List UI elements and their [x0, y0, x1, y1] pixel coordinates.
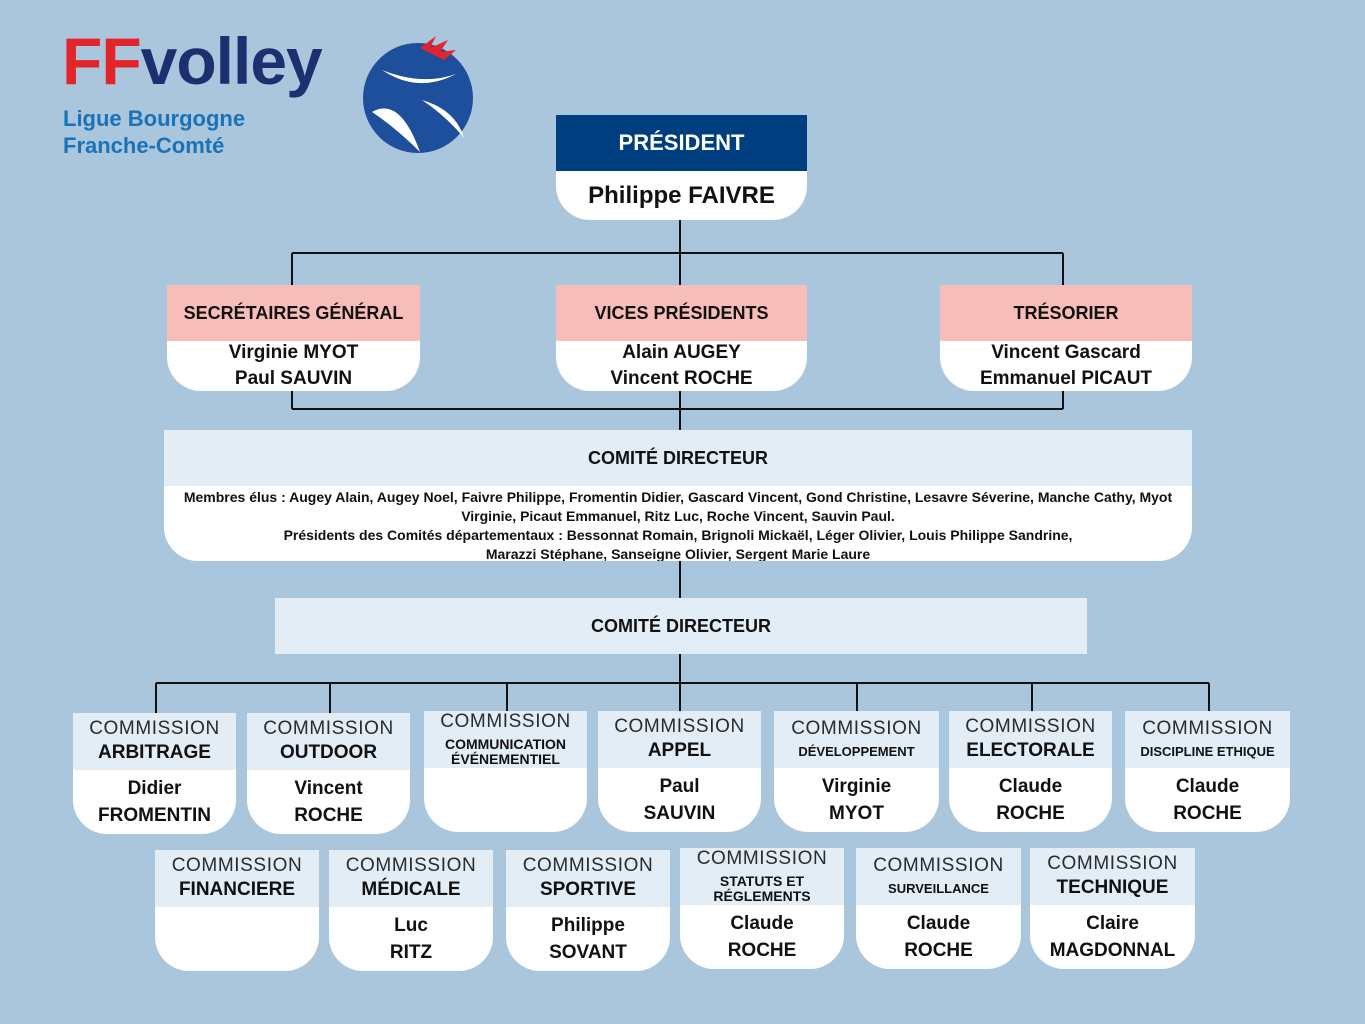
commission-keyword: COMMISSION: [345, 855, 477, 877]
commission-name: DISCIPLINE ETHIQUE: [1140, 744, 1275, 760]
commission-name: COMMUNICATION ÉVÉNEMENTIEL: [444, 735, 567, 767]
commission-person-last: ROCHE: [294, 805, 363, 826]
commission-person-first: Paul: [659, 776, 700, 797]
commission-person-first: Claire: [1086, 913, 1139, 934]
secretaires-box: SECRÉTAIRES GÉNÉRAL Virginie MYOT Paul S…: [167, 285, 420, 391]
comite-directeur-bar: COMITÉ DIRECTEUR: [275, 598, 1087, 654]
commission-keyword: COMMISSION: [791, 718, 922, 740]
commission-person-last: FROMENTIN: [98, 805, 211, 826]
tresorier-box: TRÉSORIER Vincent Gascard Emmanuel PICAU…: [940, 285, 1192, 391]
comite-presidents-line2: Marazzi Stéphane, Sanseigne Olivier, Ser…: [485, 546, 871, 561]
commission-name: MÉDICALE: [361, 879, 461, 900]
commission-person-first: Virginie: [821, 776, 892, 797]
commission-keyword: COMMISSION: [522, 855, 654, 877]
volleyball-rooster-icon: [363, 36, 473, 153]
commission-name: SURVEILLANCE: [888, 881, 989, 897]
league-name-line1: Ligue Bourgogne: [63, 106, 246, 131]
commission-name: ELECTORALE: [966, 740, 1095, 761]
secretaires-name-2: Paul SAUVIN: [234, 368, 353, 389]
tresorier-name-2: Emmanuel PICAUT: [979, 368, 1153, 389]
commission-person-last: ROCHE: [904, 940, 973, 961]
commission-keyword: COMMISSION: [614, 716, 745, 738]
commission-person-first: Claude: [730, 913, 794, 934]
commission-person-last: SOVANT: [549, 942, 627, 963]
vices-presidents-title: VICES PRÉSIDENTS: [556, 285, 807, 341]
ffvolley-logo: FFvolley: [62, 28, 323, 94]
commission-person-first: Luc: [394, 915, 428, 936]
commission-name: STATUTS ET RÉGLEMENTS: [713, 872, 811, 904]
commission-name: TECHNIQUE: [1056, 877, 1169, 898]
commission-box: COMMISSION COMMUNICATION ÉVÉNEMENTIEL: [424, 711, 587, 832]
commission-person-last: RITZ: [389, 942, 433, 963]
commission-person-last: MAGDONNAL: [1049, 940, 1176, 961]
commission-person-first: Claude: [998, 776, 1063, 797]
commission-keyword: COMMISSION: [89, 718, 220, 740]
commission-person-first: Claude: [906, 913, 971, 934]
commission-name: APPEL: [647, 740, 712, 761]
logo-ff-text: FF: [62, 24, 142, 98]
commission-person-first: Claude: [1175, 776, 1240, 797]
tresorier-title: TRÉSORIER: [940, 285, 1192, 341]
comite-directeur-box: COMITÉ DIRECTEUR Membres élus : Augey Al…: [164, 430, 1192, 561]
president-title: PRÉSIDENT: [556, 115, 807, 171]
commission-person-first: Didier: [127, 778, 182, 799]
commission-person-first: Vincent: [294, 778, 363, 799]
commission-person-last: SAUVIN: [643, 803, 716, 824]
vices-presidents-name-2: Vincent ROCHE: [610, 368, 753, 389]
commission-name: SPORTIVE: [539, 879, 637, 900]
president-box: PRÉSIDENT Philippe FAIVRE: [556, 115, 807, 220]
commission-keyword: COMMISSION: [440, 711, 571, 732]
vices-presidents-name-1: Alain AUGEY: [622, 342, 741, 363]
logo-volley-text: volley: [140, 24, 323, 98]
commission-keyword: COMMISSION: [1047, 853, 1178, 875]
commission-keyword: COMMISSION: [1142, 718, 1273, 740]
commission-keyword: COMMISSION: [965, 716, 1096, 738]
commission-keyword: COMMISSION: [171, 855, 303, 877]
comite-membres-elus: Membres élus : Augey Alain, Augey Noel, …: [183, 489, 1173, 524]
commission-keyword: COMMISSION: [696, 848, 828, 869]
commission-name: DÉVELOPPEMENT: [798, 744, 915, 760]
commission-keyword: COMMISSION: [873, 855, 1004, 877]
president-name: Philippe FAIVRE: [588, 181, 775, 209]
commission-person-last: ROCHE: [996, 803, 1065, 824]
commission-person-last: ROCHE: [727, 940, 797, 961]
commission-name: ARBITRAGE: [98, 742, 211, 763]
secretaires-title: SECRÉTAIRES GÉNÉRAL: [167, 285, 420, 341]
comite-presidents-line1: Présidents des Comités départementaux : …: [283, 527, 1073, 543]
tresorier-name-1: Vincent Gascard: [991, 342, 1141, 363]
commission-name: OUTDOOR: [279, 742, 378, 763]
vices-presidents-box: VICES PRÉSIDENTS Alain AUGEY Vincent ROC…: [556, 285, 807, 391]
commission-person-last: ROCHE: [1173, 803, 1242, 824]
commission-keyword: COMMISSION: [263, 718, 394, 740]
secretaires-name-1: Virginie MYOT: [228, 342, 359, 363]
comite-directeur-title: COMITÉ DIRECTEUR: [164, 430, 1192, 486]
league-name-line2: Franche-Comté: [63, 133, 225, 158]
commission-person-first: Philippe: [551, 915, 625, 936]
commission-name: FINANCIERE: [178, 879, 296, 900]
commission-person-last: MYOT: [829, 803, 884, 824]
